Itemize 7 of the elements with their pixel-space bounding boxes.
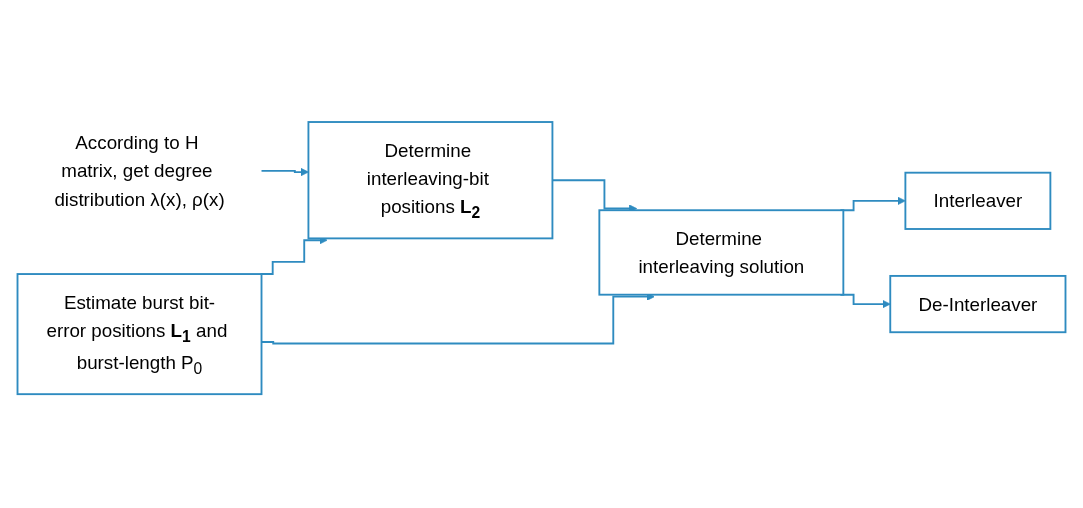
node-text: According to H matrix, get degree distribution λ(x), ρ(x) — [54, 131, 225, 209]
node-box: Determine interleaving solution — [598, 208, 845, 296]
arrow — [260, 167, 309, 176]
node-box: Estimate burst bit-error positions L$_{1}$ and burst-length P$_{0}$ — [16, 272, 263, 395]
node-box: Interleaver — [904, 171, 1052, 230]
node-box: Determine interleaving-bit positions L$_{2}$ — [307, 120, 554, 239]
node-box: De-Interleaver — [889, 274, 1067, 333]
